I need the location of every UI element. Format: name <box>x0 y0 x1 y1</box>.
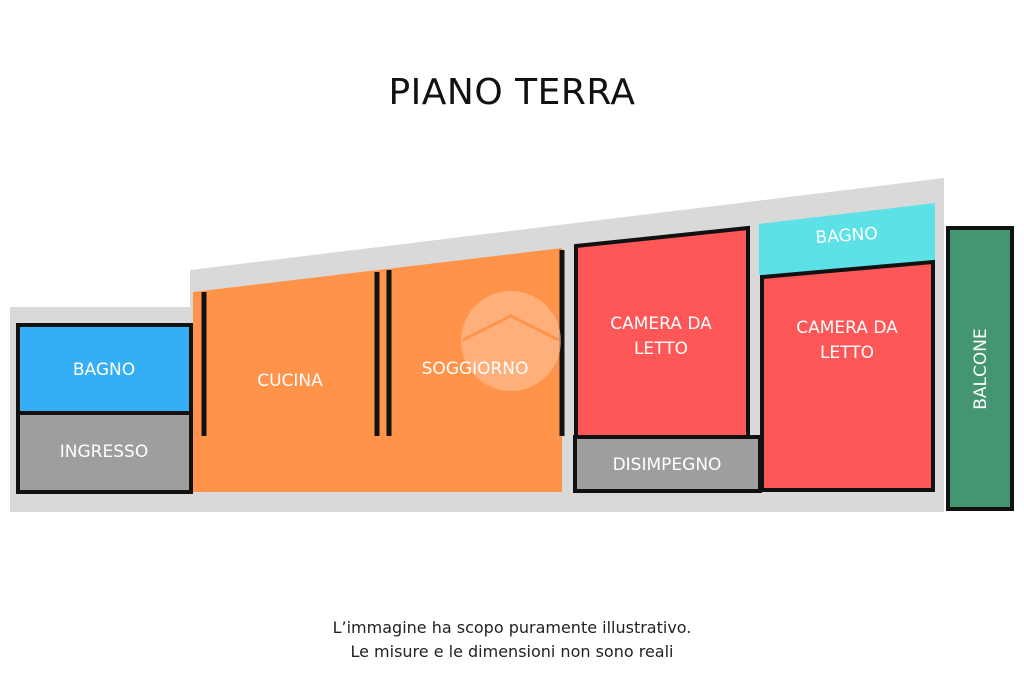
watermark-logo <box>461 291 561 391</box>
label-cucina: CUCINA <box>257 371 323 391</box>
disclaimer-line-1: L’immagine ha scopo puramente illustrati… <box>332 618 692 637</box>
label-ingresso: INGRESSO <box>60 442 148 462</box>
room-ingresso[interactable] <box>16 411 193 494</box>
page-title: PIANO TERRA <box>388 72 636 113</box>
label-camera-1-line1: CAMERA DA <box>610 314 712 334</box>
disclaimer: L’immagine ha scopo puramente illustrati… <box>0 616 1024 664</box>
label-bagno-2: BAGNO <box>815 224 879 248</box>
room-bagno-2[interactable] <box>759 203 935 275</box>
label-camera-1-line2: LETTO <box>634 339 688 359</box>
label-soggiorno: SOGGIORNO <box>422 359 529 379</box>
room-balcone[interactable] <box>946 226 1014 511</box>
disclaimer-line-2: Le misure e le dimensioni non sono reali <box>350 642 674 661</box>
room-camera-2[interactable] <box>760 259 935 492</box>
label-balcone: BALCONE <box>971 328 991 409</box>
label-bagno-1: BAGNO <box>73 360 135 380</box>
label-camera-2-line1: CAMERA DA <box>796 318 898 338</box>
label-camera-2-line2: LETTO <box>820 343 874 363</box>
label-disimpegno: DISIMPEGNO <box>613 455 722 475</box>
